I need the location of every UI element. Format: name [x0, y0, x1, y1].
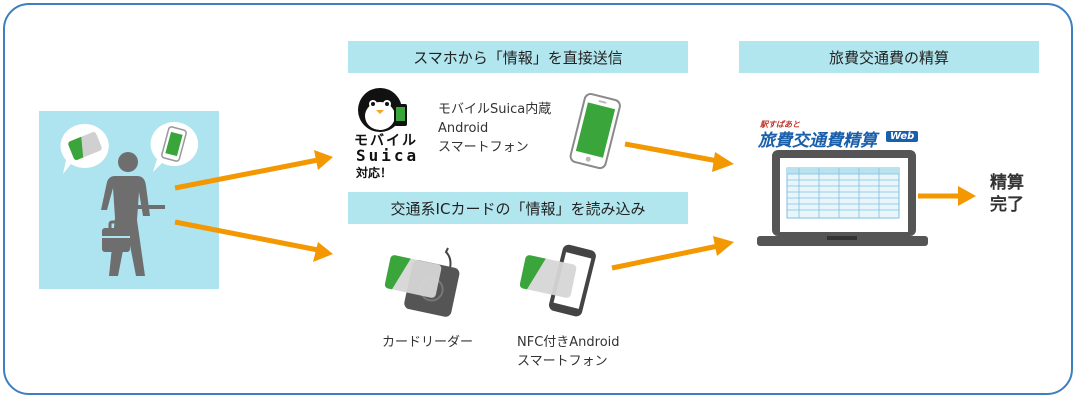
app-logo-name: 旅費交通費精算: [758, 131, 877, 151]
suica-badge-line1: モバイル: [354, 133, 418, 149]
result-line: 完了: [990, 195, 1024, 215]
person-with-briefcase-icon: [101, 152, 165, 276]
header-smartphone-send: スマホから「情報」を直接送信: [348, 41, 688, 73]
device-label-line: モバイルSuica内蔵: [438, 102, 552, 117]
smartphone-icon: [569, 92, 621, 170]
device-label-line: NFC付きAndroid: [517, 335, 620, 350]
nfc-phone-label: NFC付きAndroid スマートフォン: [517, 333, 620, 371]
mobile-suica-phone-label: モバイルSuica内蔵 Android スマートフォン: [438, 100, 551, 157]
card-reader-label: カードリーダー: [382, 335, 474, 350]
suica-badge-line2: Suica: [356, 146, 420, 165]
device-label-line: スマートフォン: [517, 354, 608, 369]
suica-badge-line3: 対応！: [356, 166, 393, 180]
app-logo-suffix: Web: [886, 131, 919, 142]
result-line: 精算: [990, 173, 1024, 193]
device-label-line: Android: [438, 121, 489, 136]
device-label-line: スマートフォン: [438, 140, 529, 155]
app-logo-tagline: 駅すぱあと: [760, 120, 800, 129]
phone-bubble-icon: [150, 121, 199, 172]
header-ic-card-read: 交通系ICカードの「情報」を読み込み: [348, 192, 688, 224]
suica-penguin-icon: [358, 88, 407, 132]
ic-card-bubble-icon: [60, 123, 109, 174]
nfc-phone-icon: [519, 244, 596, 317]
laptop-icon: [757, 150, 928, 246]
header-expense-calc: 旅費交通費の精算: [739, 41, 1039, 73]
result-label: 精算 完了: [990, 172, 1024, 216]
card-reader-icon: [384, 247, 460, 317]
